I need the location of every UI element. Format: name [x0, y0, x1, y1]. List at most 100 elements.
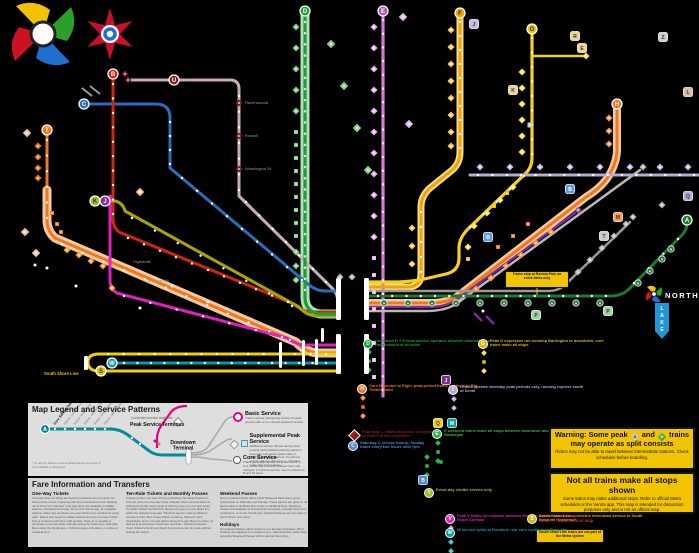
- station-tick: [254, 328, 257, 332]
- combined-note-label: Combined service available: [131, 416, 173, 420]
- station-tick: [381, 361, 385, 364]
- station-tick: [476, 294, 479, 298]
- yellow-g-line: [366, 28, 534, 284]
- line-terminal-bullet: [611, 98, 623, 110]
- station-tick: [122, 352, 125, 356]
- station-tick: [230, 361, 233, 365]
- a-line-stop: [548, 299, 556, 307]
- station-tick: [106, 352, 110, 356]
- svg-text:Terminal: Terminal: [173, 446, 194, 452]
- station-tick: [111, 140, 115, 143]
- connection-chip: [613, 212, 623, 222]
- a-line-stop: [634, 279, 642, 287]
- a-line-stop: [596, 299, 604, 307]
- station-tick: [303, 43, 307, 46]
- map-dot: [206, 300, 210, 304]
- station-tick: [255, 240, 259, 243]
- station-tick: [245, 279, 248, 283]
- line-terminal-bullet: [99, 195, 111, 207]
- legend-footnote: * (2) and (6) stations receive added ser…: [32, 461, 101, 469]
- svg-text:A: A: [479, 301, 482, 305]
- station-tick: [111, 169, 115, 172]
- station-tick: [381, 279, 385, 282]
- route-note-text: Event-day shuttle service only: [436, 487, 493, 492]
- station-tick: [303, 98, 307, 102]
- station-diamond: [451, 396, 457, 402]
- route-bullet: V: [445, 514, 455, 524]
- station-tick: [298, 254, 301, 257]
- route-bullet: G: [478, 339, 488, 349]
- station-tick: [153, 229, 157, 232]
- station-tick: [458, 20, 462, 24]
- station-tick: [419, 270, 423, 274]
- station-tick: [237, 157, 241, 160]
- station-tick: [303, 132, 307, 135]
- station-tick: [226, 312, 230, 316]
- station-tick: [190, 262, 194, 265]
- station-tick: [222, 267, 225, 270]
- connection-chip: [433, 418, 443, 428]
- station-tick: [381, 210, 385, 214]
- station-label: Russell: [245, 133, 258, 138]
- route-bullet: Y: [424, 488, 434, 498]
- route-note-text: Combined D + E local service operates be…: [375, 338, 492, 348]
- station-tick: [240, 227, 244, 231]
- station-tick: [381, 183, 385, 186]
- station-tick: [303, 177, 307, 180]
- supplemental-service-icon: [229, 434, 248, 452]
- station-tick: [309, 352, 312, 356]
- terminal-bar: [84, 356, 88, 370]
- station-tick: [381, 169, 385, 172]
- stops-warning: Not all trains make all stops shown Some…: [549, 472, 695, 514]
- station-tick: [257, 361, 260, 365]
- agency-star-logo: [87, 8, 133, 60]
- station-tick: [381, 155, 385, 159]
- route-bullet: H: [357, 384, 367, 394]
- orange-left-line: [45, 129, 338, 355]
- svg-text:J: J: [445, 378, 448, 384]
- station-tick: [111, 126, 115, 129]
- svg-text:A: A: [503, 301, 506, 305]
- station-square: [361, 405, 365, 409]
- station-tick: [476, 173, 480, 177]
- station-tick: [175, 308, 178, 311]
- station-tick: [137, 352, 141, 356]
- svg-text:T: T: [45, 128, 49, 134]
- station-tick: [262, 352, 265, 356]
- route-note-text: Peak V trains run express between Wester…: [457, 513, 578, 523]
- station-tick: [201, 315, 205, 318]
- station-tick: [381, 128, 385, 131]
- track-slash: [485, 315, 495, 325]
- svg-text:Q: Q: [686, 194, 690, 200]
- station-tick: [563, 173, 566, 177]
- svg-text:A: A: [685, 218, 690, 224]
- station-tick: [419, 240, 423, 244]
- station-tick: [324, 280, 328, 284]
- connection-chip: [599, 231, 609, 241]
- station-tick: [635, 173, 638, 177]
- track-slash: [89, 85, 101, 95]
- station-tick: [381, 196, 385, 200]
- olive-line: [105, 199, 338, 318]
- station-tick: [136, 361, 139, 365]
- station-tick: [458, 132, 462, 136]
- station-tick: [303, 31, 307, 35]
- a-line-stop: [667, 245, 675, 253]
- station-tick: [280, 335, 284, 339]
- station-tick: [293, 352, 297, 356]
- station-tick: [311, 361, 314, 365]
- station-tick: [604, 294, 608, 298]
- station-tick: [376, 294, 380, 298]
- connection-chip: [565, 184, 575, 194]
- station-tick: [303, 54, 307, 57]
- svg-text:A: A: [599, 301, 602, 305]
- station-tick: [81, 251, 84, 254]
- station-label: Washington St: [245, 166, 272, 171]
- svg-text:Z: Z: [661, 35, 664, 41]
- station-tick: [285, 266, 289, 269]
- station-tick: [303, 266, 307, 269]
- station-tick: [419, 210, 423, 214]
